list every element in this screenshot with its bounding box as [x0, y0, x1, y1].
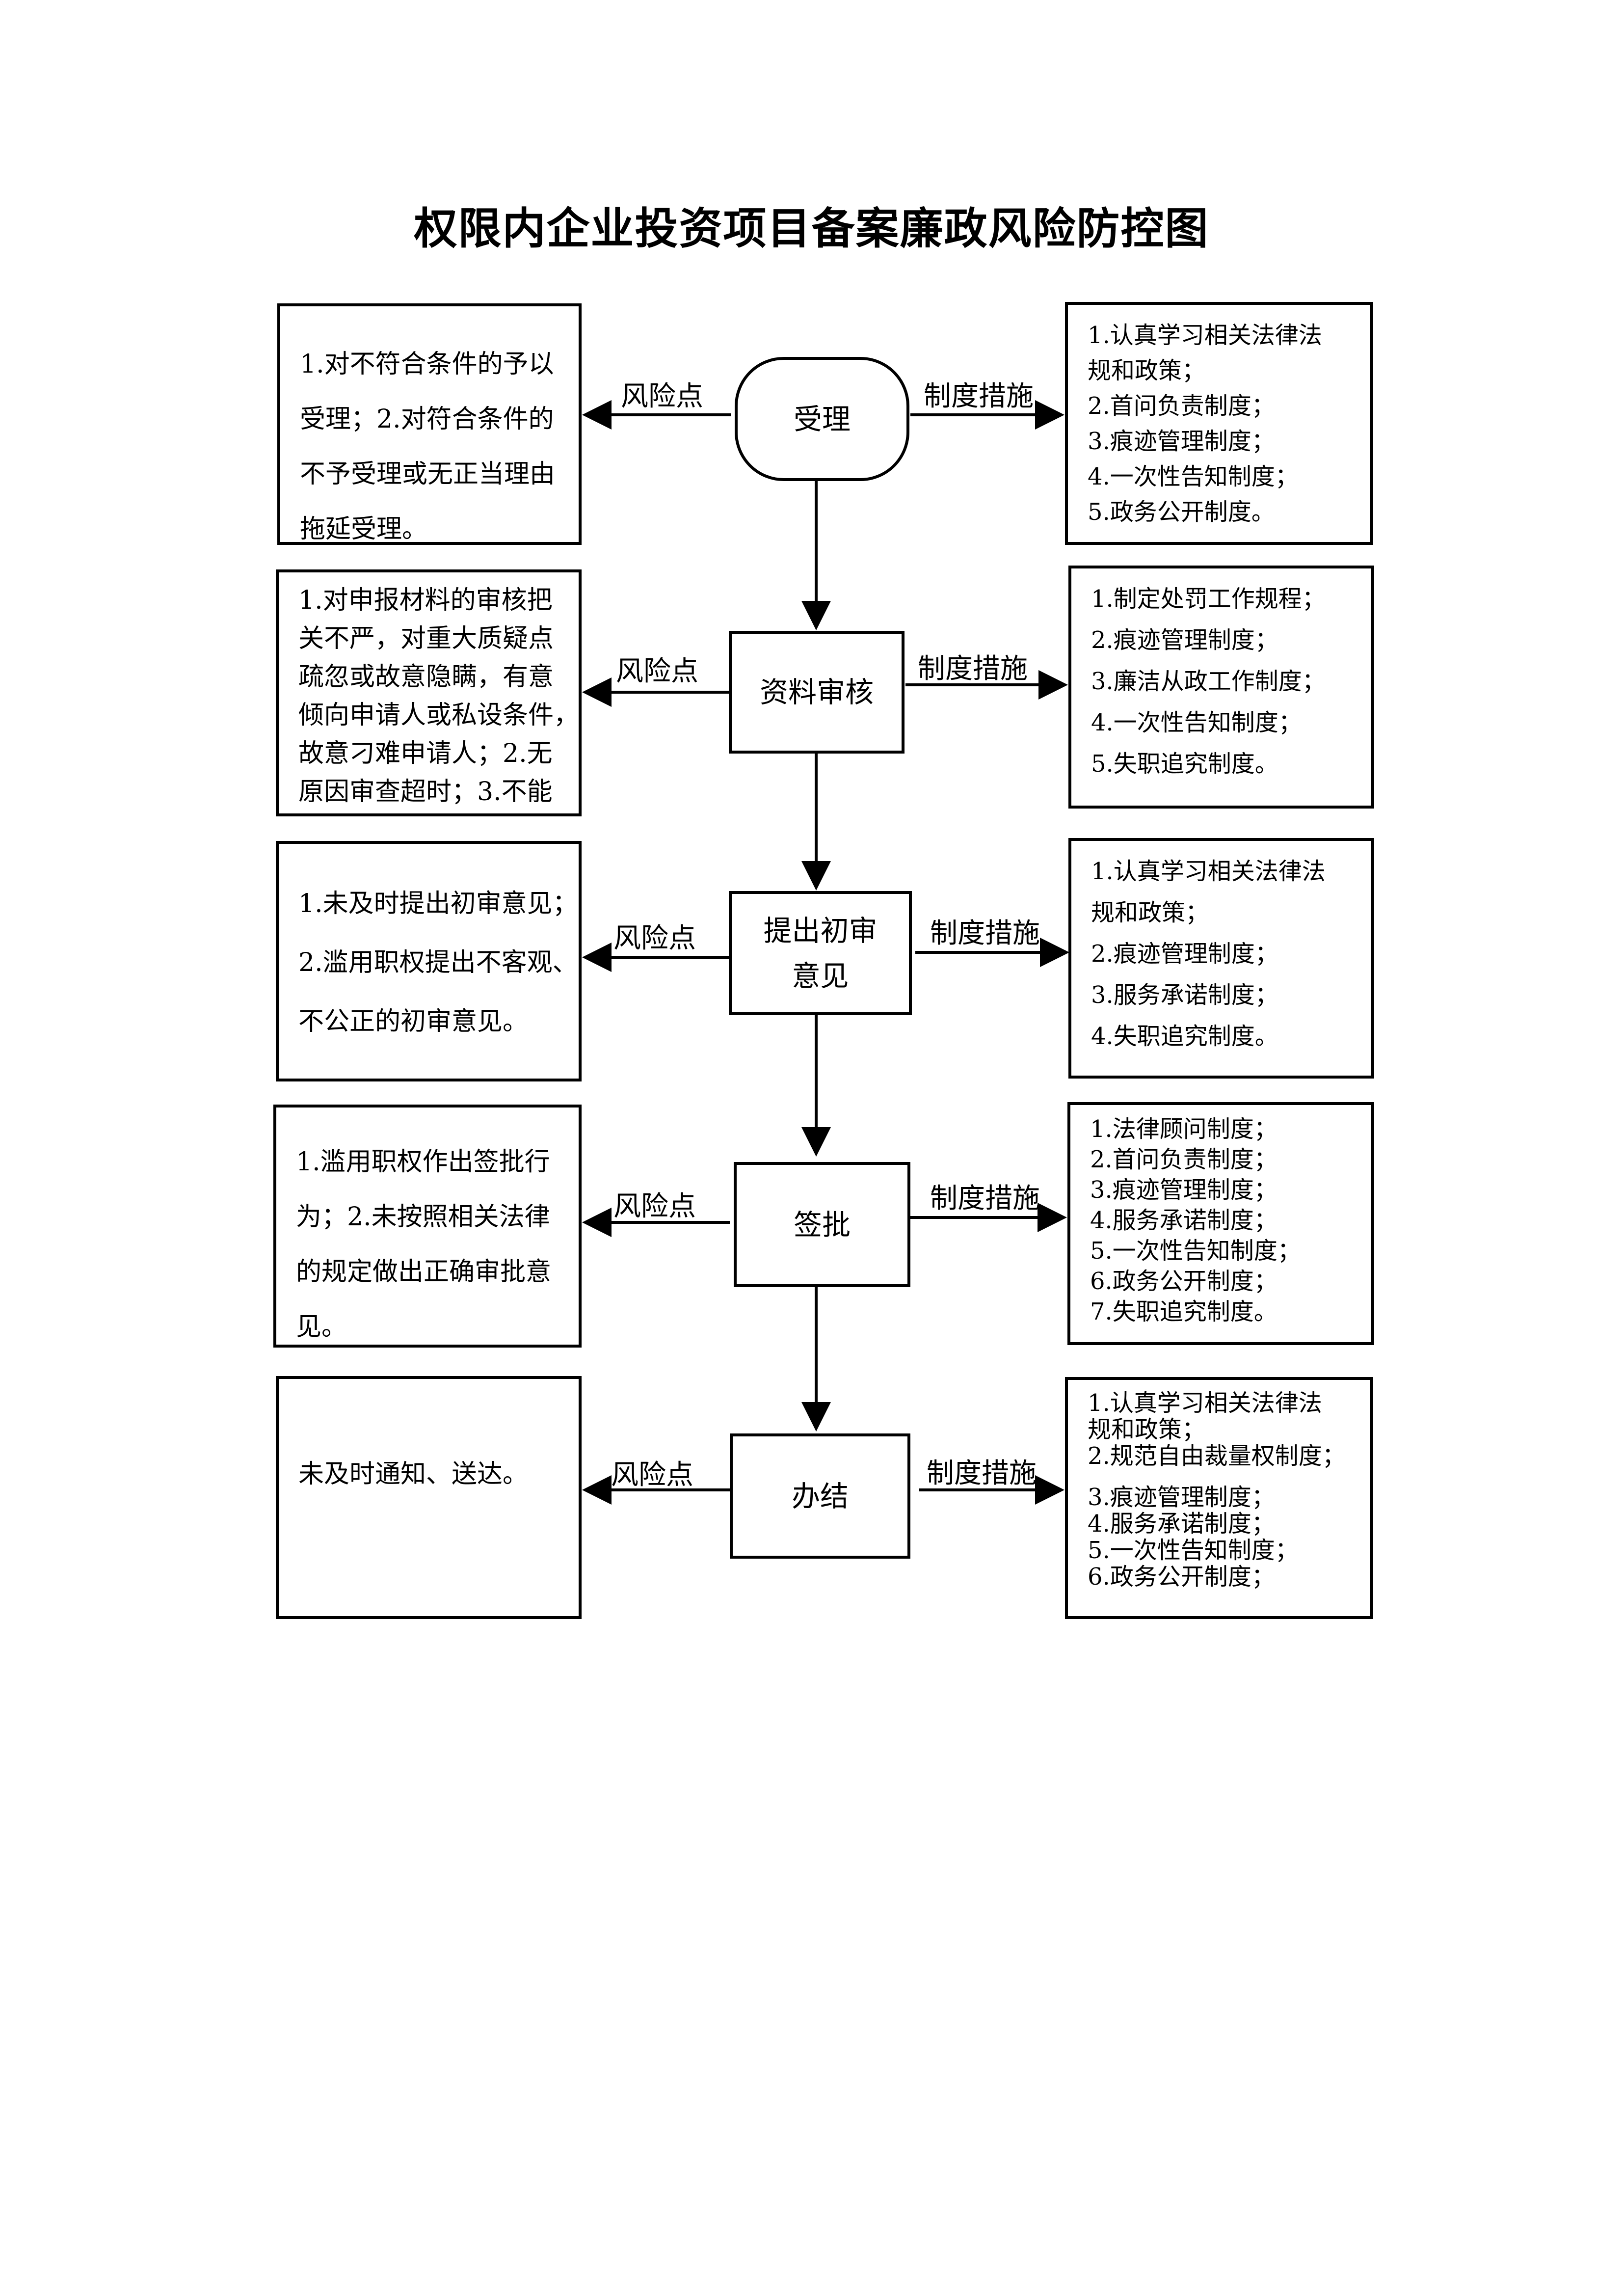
- risk-text: 故意刁难申请人；2.无: [298, 739, 553, 768]
- step-acceptance: 受理: [735, 357, 909, 481]
- measure-text: 2.痕迹管理制度；: [1091, 626, 1278, 654]
- measure-text: 3.廉洁从政工作制度；: [1091, 668, 1326, 695]
- measure-text: 6.政务公开制度；: [1088, 1563, 1275, 1591]
- measure-text: 2.首问负责制度；: [1090, 1146, 1277, 1173]
- spacer: [1088, 1469, 1363, 1484]
- measure-text: 6.政务公开制度；: [1090, 1268, 1277, 1295]
- measure-text: 2.痕迹管理制度；: [1091, 940, 1278, 968]
- risk-text: 关不严，对重大质疑点: [298, 624, 554, 653]
- risk-text: 倾向申请人或私设条件，: [298, 701, 580, 730]
- measure-label-3: 制度措施: [930, 918, 1040, 949]
- risk-text: 拖延受理。: [300, 514, 428, 544]
- risk-text: 见。: [296, 1312, 347, 1342]
- measure-text: 规和政策；: [1091, 899, 1209, 926]
- risk-box-2: 1.对申报材料的审核把 关不严，对重大质疑点 疏忽或故意隐瞒，有意 倾向申请人或…: [276, 569, 582, 816]
- measure-text: 规和政策；: [1088, 357, 1206, 384]
- risk-text: 不予受理或无正当理由: [300, 459, 556, 489]
- risk-text: 受理；2.对符合条件的: [300, 405, 554, 434]
- measure-text: 1.法律顾问制度；: [1090, 1115, 1277, 1143]
- measure-box-3: 1.认真学习相关法律法 规和政策； 2.痕迹管理制度； 3.服务承诺制度； 4.…: [1068, 838, 1374, 1079]
- risk-text: 为；2.未按照相关法律: [296, 1202, 550, 1232]
- risk-label-5: 风险点: [611, 1459, 693, 1491]
- measure-text: 规和政策；: [1088, 1416, 1206, 1443]
- risk-text: 疏忽或故意隐瞒，有意: [298, 662, 554, 692]
- page-title: 权限内企业投资项目备案廉政风险防控图: [414, 203, 1209, 254]
- measure-text: 3.痕迹管理制度；: [1088, 1484, 1275, 1511]
- risk-label-4: 风险点: [613, 1190, 696, 1222]
- measure-label-1: 制度措施: [924, 380, 1034, 412]
- risk-box-1: 1.对不符合条件的予以 受理；2.对符合条件的 不予受理或无正当理由 拖延受理。: [277, 303, 582, 545]
- measure-text: 2.规范自由裁量权制度；: [1088, 1442, 1346, 1470]
- measure-text: 1.认真学习相关法律法: [1088, 322, 1322, 349]
- measure-text: 1.制定处罚工作规程；: [1091, 585, 1326, 613]
- step-name-line: 提出初审: [763, 914, 878, 947]
- measure-label-4: 制度措施: [930, 1183, 1040, 1215]
- risk-label-2: 风险点: [616, 655, 698, 687]
- step-name-line: 意见: [792, 959, 849, 993]
- measure-box-1: 1.认真学习相关法律法 规和政策； 2.首问负责制度； 3.痕迹管理制度； 4.…: [1065, 302, 1373, 545]
- risk-text: 不公正的初审意见。: [298, 1007, 529, 1036]
- measure-box-4: 1.法律顾问制度； 2.首问负责制度； 3.痕迹管理制度； 4.服务承诺制度； …: [1067, 1102, 1374, 1345]
- risk-text: 原因审查超时；3.不能: [298, 777, 553, 807]
- measure-text: 1.认真学习相关法律法: [1091, 858, 1326, 885]
- risk-text: 1.滥用职权作出签批行: [296, 1147, 550, 1177]
- measure-text: 2.首问负责制度；: [1088, 392, 1275, 420]
- risk-label-3: 风险点: [613, 922, 696, 954]
- measure-label-5: 制度措施: [927, 1458, 1037, 1489]
- measure-text: 5.一次性告知制度；: [1090, 1237, 1301, 1265]
- measure-text: 3.痕迹管理制度；: [1090, 1176, 1277, 1204]
- measure-box-2: 1.制定处罚工作规程； 2.痕迹管理制度； 3.廉洁从政工作制度； 4.一次性告…: [1068, 566, 1374, 809]
- measure-text: 4.失职追究制度。: [1091, 1023, 1278, 1050]
- risk-box-3: 1.未及时提出初审意见； 2.滥用职权提出不客观、 不公正的初审意见。: [276, 841, 582, 1081]
- risk-box-4: 1.滥用职权作出签批行 为；2.未按照相关法律 的规定做出正确审批意 见。: [273, 1105, 582, 1348]
- risk-text: 1.对不符合条件的予以: [300, 350, 554, 379]
- risk-label-1: 风险点: [621, 380, 703, 412]
- measure-text: 5.一次性告知制度；: [1088, 1537, 1299, 1564]
- measure-text: 5.政务公开制度。: [1088, 498, 1275, 526]
- risk-box-5: 未及时通知、送达。: [276, 1376, 582, 1619]
- measure-text: 7.失职追究制度。: [1090, 1298, 1277, 1325]
- step-approval: 签批: [734, 1162, 910, 1287]
- risk-text: 1.未及时提出初审意见；: [298, 889, 578, 918]
- measure-text: 4.服务承诺制度；: [1090, 1207, 1277, 1234]
- measure-box-5: 1.认真学习相关法律法 规和政策； 2.规范自由裁量权制度； 3.痕迹管理制度；…: [1065, 1377, 1373, 1619]
- risk-text: 1.对申报材料的审核把: [298, 586, 553, 615]
- step-material-review: 资料审核: [729, 631, 905, 754]
- measure-label-2: 制度措施: [918, 653, 1028, 685]
- measure-text: 5.失职追究制度。: [1091, 750, 1278, 778]
- measure-text: 4.服务承诺制度；: [1088, 1510, 1275, 1538]
- risk-text: 未及时通知、送达。: [298, 1459, 529, 1489]
- measure-text: 4.一次性告知制度；: [1088, 463, 1299, 490]
- risk-text: 一次性告知整改所需材: [298, 811, 570, 813]
- measure-text: 4.一次性告知制度；: [1091, 709, 1302, 736]
- risk-text: 的规定做出正确审批意: [296, 1257, 552, 1287]
- step-completion: 办结: [730, 1433, 910, 1559]
- measure-text: 3.痕迹管理制度；: [1088, 428, 1275, 455]
- risk-text: 2.滥用职权提出不客观、: [298, 948, 578, 977]
- measure-text: 1.认真学习相关法律法: [1088, 1389, 1322, 1417]
- measure-text: 3.服务承诺制度；: [1091, 981, 1278, 1009]
- step-preliminary-opinion: 提出初审 意见: [729, 891, 912, 1015]
